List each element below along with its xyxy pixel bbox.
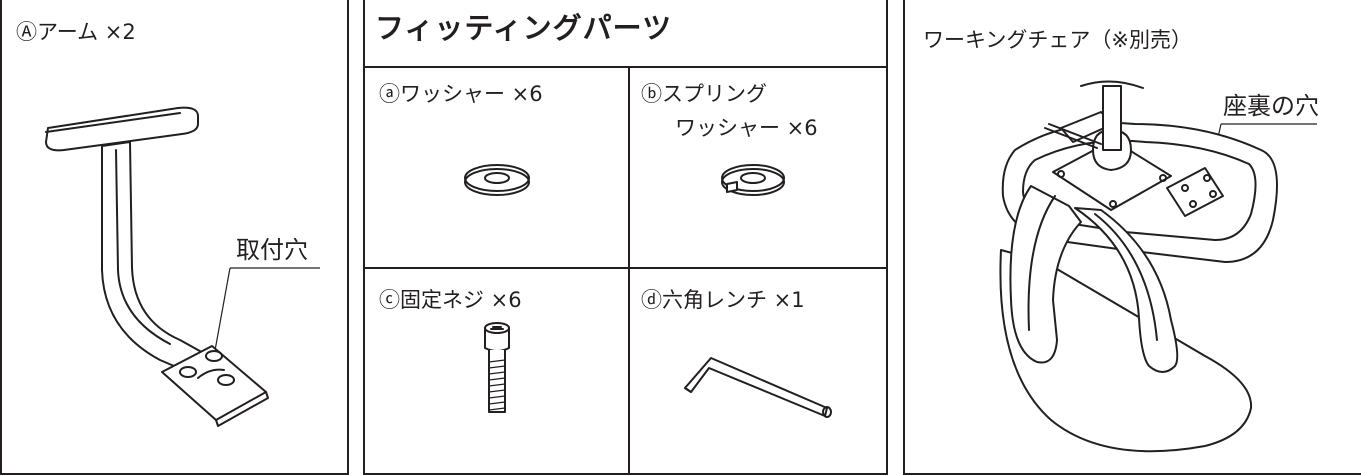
spring-washer-label-line2: ワッシャー ×6	[675, 116, 818, 140]
chair-panel: ワーキングチェア（※別売） 座裏の穴	[903, 0, 1361, 475]
arm-title: Ⓐアーム ×2	[16, 20, 136, 44]
seat-hole-callout: 座裏の穴	[1223, 92, 1319, 120]
spring-washer-icon	[721, 164, 785, 196]
hex-wrench-icon	[684, 357, 832, 418]
arm-panel: Ⓐアーム ×2 取付穴	[0, 0, 349, 475]
header-divider	[365, 66, 886, 68]
hex-wrench-label: ⓓ六角レンチ ×1	[641, 288, 805, 312]
center-divider	[628, 66, 630, 475]
row-divider	[365, 267, 886, 269]
arm-illustration	[45, 106, 320, 427]
washer-label: ⓐワッシャー ×6	[379, 82, 543, 106]
hex-screw-icon	[484, 322, 510, 413]
chair-title: ワーキングチェア（※別売）	[923, 28, 1192, 52]
spring-washer-label-line1: ⓑスプリング	[641, 82, 767, 106]
fitting-parts-panel: フィッティングパーツ ⓐワッシャー ×6 ⓑスプリング ワッシャー ×6 ⓒ固定…	[363, 0, 888, 475]
screw-label: ⓒ固定ネジ ×6	[379, 288, 522, 312]
fitting-parts-header: フィッティングパーツ	[375, 11, 673, 45]
chair-underside-illustration	[999, 80, 1317, 453]
mounting-hole-callout: 取付穴	[236, 236, 308, 264]
washer-icon	[464, 164, 530, 196]
